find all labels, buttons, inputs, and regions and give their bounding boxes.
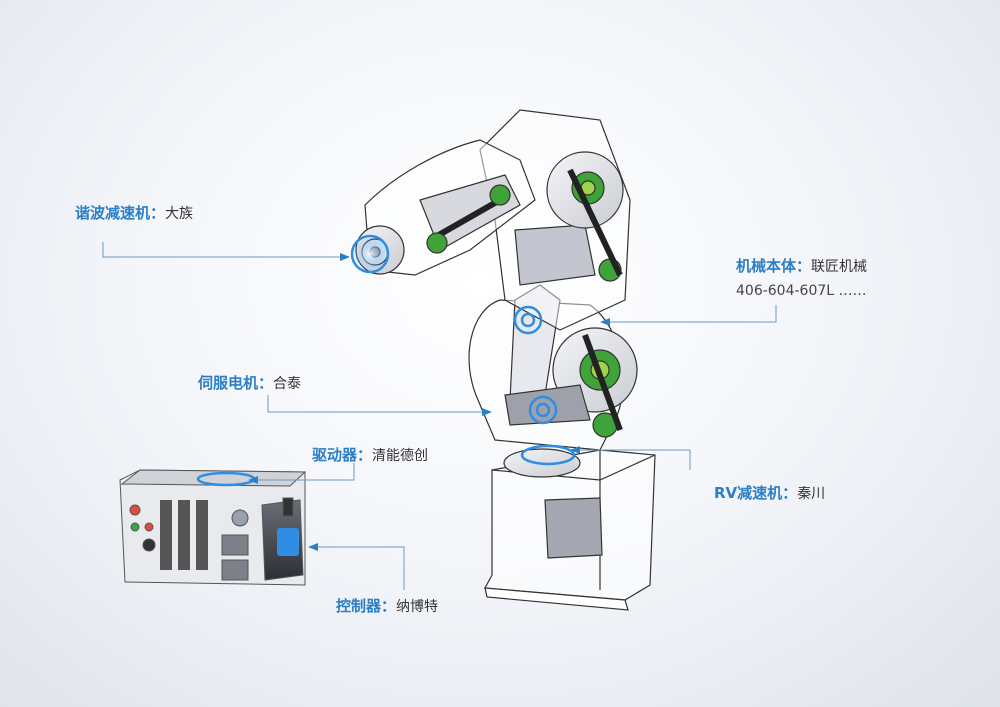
- highlight-rings: [350, 234, 576, 466]
- callout-controller: 控制器：纳博特: [336, 595, 438, 616]
- callout-sep: ：: [150, 204, 166, 222]
- leader-arrows: [248, 253, 610, 551]
- callout-key: RV减速机: [714, 484, 783, 502]
- callout-key: 驱动器: [312, 446, 358, 464]
- callout-value: 联匠机械: [811, 259, 868, 275]
- callout-key: 控制器: [336, 597, 382, 615]
- callout-servo-motor: 伺服电机：合泰: [198, 372, 301, 393]
- robot-body-models: 406-604-607L ……: [736, 283, 867, 299]
- callout-rv-reducer: RV减速机：秦川: [714, 482, 825, 503]
- callout-harmonic-reducer: 谐波减速机：大族: [75, 202, 193, 223]
- callout-robot-body: 机械本体：联匠机械: [736, 255, 867, 276]
- callout-sep: ：: [258, 374, 274, 392]
- callout-value: 大族: [165, 206, 194, 222]
- vent-grill: [160, 500, 208, 570]
- callout-value: 清能德创: [372, 448, 429, 464]
- leader-lines: [102, 242, 777, 590]
- callout-value: 秦川: [797, 486, 826, 502]
- callout-sep: ：: [357, 446, 373, 464]
- callout-value: 纳博特: [396, 599, 439, 615]
- forearm: [355, 139, 536, 276]
- callout-key: 机械本体: [736, 257, 797, 275]
- callout-sep: ：: [782, 484, 798, 502]
- controller-box: [119, 469, 307, 586]
- callout-key: 谐波减速机: [75, 204, 151, 222]
- callout-driver: 驱动器：清能德创: [312, 444, 428, 465]
- callout-value: 合泰: [273, 376, 302, 392]
- callout-sep: ：: [381, 597, 397, 615]
- callout-key: 伺服电机: [198, 374, 259, 392]
- callout-sep: ：: [796, 257, 812, 275]
- robot-base: [484, 448, 656, 611]
